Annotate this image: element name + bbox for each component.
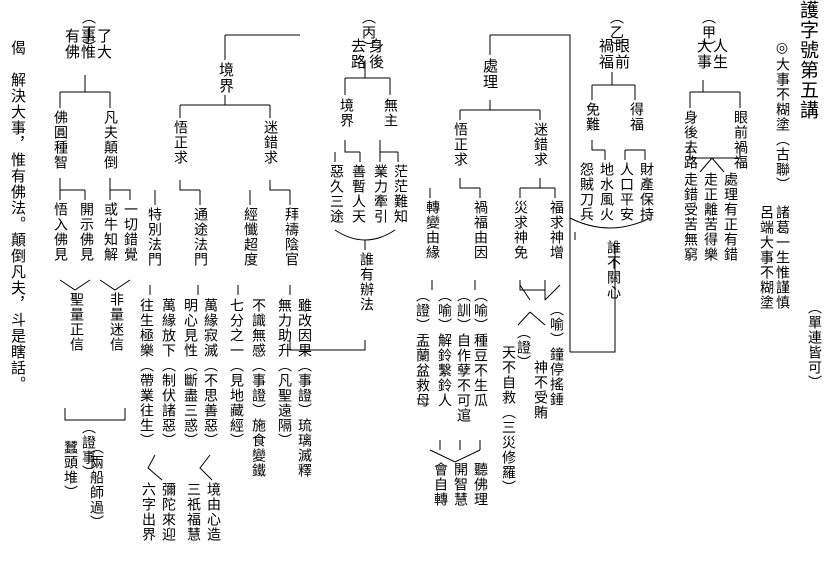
chu-heading: 處理 [481,58,499,90]
marker-ding: （丁） [80,10,96,55]
chu-result-2: 開智慧 [452,462,468,507]
ding-branch-1: 凡夫顛倒 [102,110,118,170]
source-note: （單連皆可） [806,300,822,390]
page-title: 護字號第五講 [797,0,819,120]
jing-branch-1: 迷錯求 [262,120,278,165]
jing-note-3: 不識無感（事證）施食變鐵 [250,298,266,478]
yi-branch-2: 免難 [584,102,600,132]
jing-heading: 境界 [217,62,235,94]
theme-line: ◎大事不糊塗（古聯） [774,40,790,192]
chu-branch-2: 悟正求 [452,122,468,167]
bing-conclusion: 誰有辦法 [358,252,374,312]
chu-result-3: 會自轉 [432,462,448,507]
bing-branch-1: 無主 [382,98,398,128]
chu-note-4: （喻）種豆不生瓜 [472,288,488,408]
yi-item-2: 人口平安 [618,162,634,222]
theme-pair-1: 諸葛一生惟謹慎 [774,205,790,310]
bing-heading-1: 身後 [367,38,385,70]
jing-result-4: 六字出界 [140,482,156,542]
yi-heading-2: 禍福 [597,38,615,70]
jia-detail-1: 處理有正有錯 [722,172,738,262]
jing-note-8: 往生極樂（帶業往生） [138,298,154,448]
ding-evidence-text: （兩船師過） [88,440,104,530]
chu-note-7: （證）盂蘭盆救母 [414,288,430,408]
jia-extra: 走錯受苦無窮 [682,172,698,262]
jing-note-6: 明心見性（斷盡三惑） [182,298,198,448]
jia-heading-1: 人生 [711,38,729,70]
bing-item-1: 茫茫難知 [392,164,408,224]
yi-item-1: 財產保持 [638,162,654,222]
jia-detail-2: 走正離苦得樂 [702,172,718,262]
chu-item-3: 禍福由因 [472,200,488,260]
jing-result-3: 彌陀來迎 [160,482,176,542]
jing-result-2: 三祇福慧 [185,482,201,542]
jing-item-2: 經懺超度 [242,207,258,267]
jing-note-1: 雖改因果（事證）琉璃滅釋 [296,298,312,478]
chu-result-1: 聽佛理 [472,462,488,507]
jing-note-7: 萬緣放下（制伏諸惡） [160,298,176,448]
bing-branch-2: 境界 [338,98,354,128]
ding-heading-3: 有佛 [63,28,81,60]
ding-heading-1: 了大 [95,28,113,60]
jing-note-5: 萬緣寂滅（不思善惡） [202,298,218,448]
chu-note-3: 天不自救（三災修羅） [500,345,516,495]
ding-item-1: 一切錯覺 [122,202,138,262]
jing-item-3: 通途法門 [192,207,208,267]
chu-note-2b: 神不受賄 [532,360,548,420]
ding-branch-2: 佛圓種智 [52,110,68,170]
bing-item-2: 業力牽引 [372,164,388,224]
marker-bing: （丙） [360,10,376,55]
marker-yi: （乙） [608,10,624,55]
verse: 偈 解決大事，惟有佛法。顛倒凡夫，斗是瞎話。 [9,40,27,392]
chu-item-1: 福求神增 [548,200,564,260]
chu-branch-1: 迷錯求 [532,122,548,167]
bing-item-3: 善暫人天 [350,164,366,224]
ding-item-4: 悟入佛見 [52,202,68,262]
ding-item-2: 或牛知解 [102,202,118,262]
theme-pair-2: 呂端大事不糊塗 [758,205,774,310]
jing-item-4: 特別法門 [146,207,162,267]
yi-item-3: 地水風火 [598,162,614,222]
yi-branch-1: 得福 [628,102,644,132]
chu-item-2: 災求神免 [512,200,528,260]
jing-item-1: 拜禱陰官 [283,207,299,267]
ding-item-3: 開示佛見 [78,202,94,262]
yi-heading-1: 眼前 [613,38,631,70]
chu-note-2: （證） [515,325,531,370]
ding-outcome-1: 非量迷信 [108,292,124,352]
yi-conclusion: 誰不關心 [605,240,621,300]
chu-note-5: （訓）自作孽不可逭 [455,288,471,423]
ding-evidence-text-2: 蠶頭堆） [62,440,78,500]
jing-note-4: 七分之一（見地藏經） [228,298,244,448]
jing-note-2: 無力助升（凡聖遠隔） [276,298,292,448]
bing-item-4: 惡久三途 [328,164,344,224]
ding-evidence: （證事） [80,420,96,480]
chu-item-4: 轉變由緣 [424,200,440,260]
jia-branch-1: 眼前禍福 [732,110,748,170]
chu-note-1: （喻）鐘停搖錘 [548,302,564,407]
jing-branch-2: 悟正求 [172,120,188,165]
yi-item-4: 怨賊刀兵 [578,162,594,222]
jia-heading-2: 大事 [695,38,713,70]
marker-jia: （甲） [700,10,716,55]
chu-note-6: （喻）解鈴繫鈴人 [436,288,452,408]
bing-heading-2: 去路 [349,38,367,70]
jia-branch-2: 身後去路 [682,110,698,170]
ding-heading-2: 事惟 [79,28,97,60]
ding-outcome-2: 聖量正信 [68,292,84,352]
jing-result-1: 境由心造 [205,482,221,542]
